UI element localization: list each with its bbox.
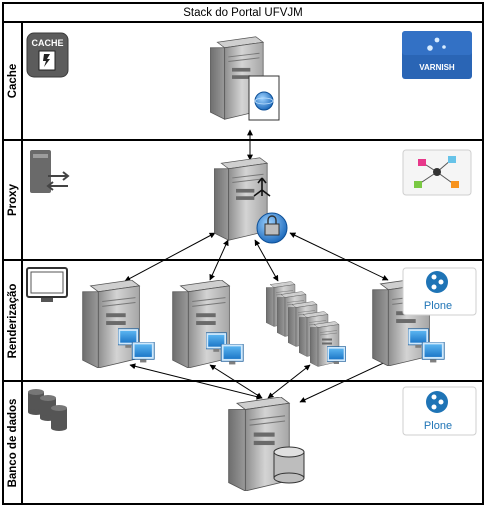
proxy-server	[214, 157, 288, 244]
cache-icon: CACHE	[26, 32, 69, 78]
lane-cache: Cache	[4, 23, 482, 141]
render-server-2	[172, 280, 244, 368]
arrow-render3-db	[267, 364, 311, 399]
varnish-logo-text: VARNISH	[419, 63, 455, 72]
network-logo	[402, 149, 472, 196]
arrow-proxy-render3	[254, 239, 279, 282]
arrow-proxy-render4	[289, 232, 389, 281]
plone-logo-render-text: Plone	[424, 300, 452, 312]
plone-logo-db: Plone	[402, 386, 477, 436]
database-server	[228, 397, 305, 491]
varnish-logo: VARNISH	[402, 31, 472, 79]
lane-db: Banco de dados	[4, 382, 482, 503]
connection-arrows	[124, 129, 391, 403]
plone-logo-db-text: Plone	[424, 420, 452, 432]
render-server-1	[82, 280, 155, 368]
cache-server	[210, 36, 280, 121]
database-icon	[28, 389, 67, 431]
arrow-proxy-render1	[124, 232, 216, 282]
plone-logo-render: Plone	[402, 267, 477, 316]
lane-proxy: Proxy	[4, 141, 482, 261]
arrow-render1-db	[129, 363, 263, 400]
diagram-title: Stack do Portal UFVJM	[4, 4, 482, 23]
proxy-router-icon	[30, 150, 70, 193]
arrow-render4-db	[299, 359, 391, 403]
arrow-proxy-render2	[209, 239, 229, 281]
render-server-cluster	[266, 281, 347, 367]
arrow-render2-db	[209, 364, 263, 399]
cache-icon-text: CACHE	[31, 38, 63, 48]
monitor-icon	[26, 267, 68, 302]
